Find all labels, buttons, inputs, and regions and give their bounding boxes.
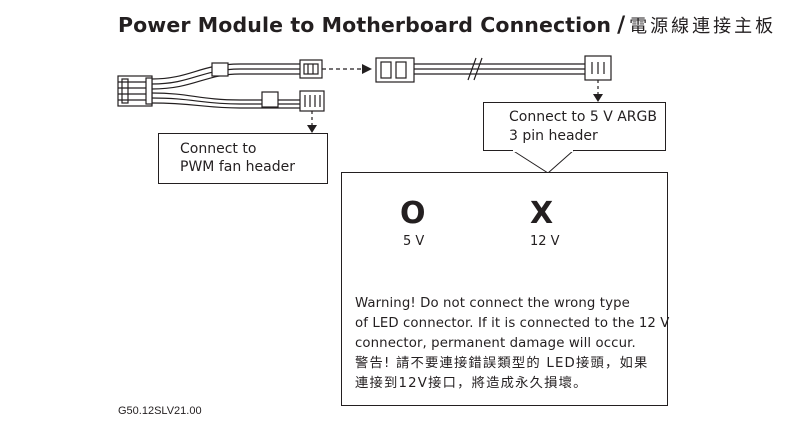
argb-callout-line2: 3 pin header: [509, 128, 598, 144]
lower-cable: [151, 91, 300, 109]
argb-extension-cable: [414, 57, 585, 81]
pwm-callout-line1: Connect to: [180, 141, 257, 157]
argb-male-connector-icon: [375, 57, 415, 83]
warning-line3: connector, permanent damage will occur.: [355, 336, 636, 351]
wrong-voltage: 12 V: [530, 234, 560, 249]
document-code: G50.12SLV21.00: [118, 405, 202, 417]
wrong-symbol: X: [530, 196, 554, 231]
argb-callout-line1: Connect to 5 V ARGB: [509, 109, 657, 125]
correct-voltage: 5 V: [403, 234, 425, 249]
title-chinese: 電源線連接主板: [629, 16, 777, 37]
pwm-connector-icon: [299, 90, 325, 112]
pwm-callout-line2: PWM fan header: [180, 159, 295, 175]
left-connector-icon: [117, 75, 153, 107]
argb-callout-box: [483, 102, 666, 151]
page-title: Power Module to Motherboard Connection /…: [118, 10, 776, 40]
argb-plug-icon: [584, 55, 612, 81]
correct-symbol: O: [400, 196, 426, 231]
upper-cable: [151, 62, 300, 90]
pwm-callout-box: [158, 133, 328, 184]
warning-line5-zh: 連接到12V接口，將造成永久損壞。: [355, 376, 588, 391]
title-english: Power Module to Motherboard Connection: [118, 13, 612, 37]
argb-female-connector-icon: [299, 59, 323, 79]
warning-line1: Warning! Do not connect the wrong type: [355, 296, 630, 311]
warning-line4-zh: 警告! 請不要連接錯誤類型的 LED接頭，如果: [355, 356, 649, 371]
warning-box: [341, 172, 668, 406]
title-separator: /: [617, 12, 626, 38]
warning-line2: of LED connector. If it is connected to …: [355, 316, 670, 331]
